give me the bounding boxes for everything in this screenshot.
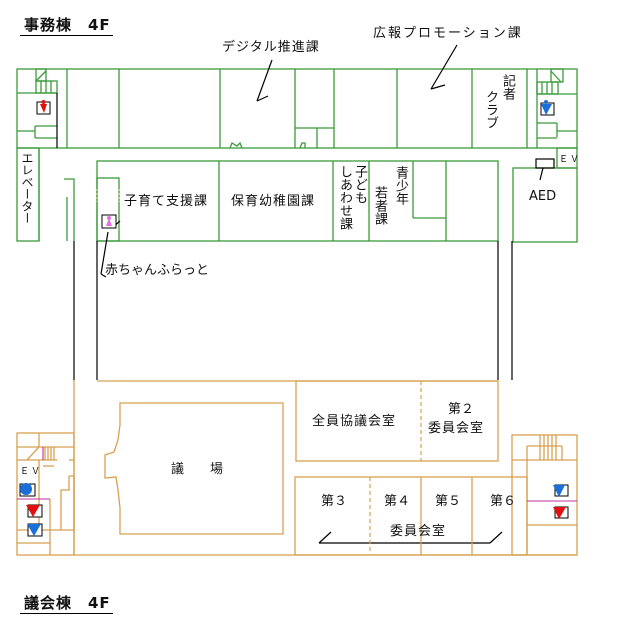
ev-label-assembly: ＥＶ <box>20 467 43 477</box>
baby-room-door <box>96 189 120 202</box>
assembly-building-outline <box>16 380 578 556</box>
room-label-room6: 第６ <box>490 494 517 509</box>
room-label-all-members: 全員協議会室 <box>312 414 397 429</box>
room-label-child-happiness-2: しあわせ課 <box>337 165 352 230</box>
room-label-elevator: エレベーター <box>20 152 34 224</box>
room-label-committee: 委員会室 <box>390 524 447 539</box>
room-label-room4: 第４ <box>384 494 411 509</box>
room-label-child-happiness-1: 子ども <box>352 165 367 204</box>
room-label-room3: 第３ <box>321 494 348 509</box>
room-label-room5: 第５ <box>435 494 462 509</box>
room-label-chamber: 議 場 <box>171 462 224 477</box>
room-label-nursery: 保育幼稚園課 <box>231 194 316 209</box>
room-label-press-club-1: 記者 <box>500 74 515 100</box>
black-walls <box>56 44 555 544</box>
baby-flat-label: 赤ちゃんふらっと <box>105 263 210 278</box>
toilet-icon-female-assembly-left <box>26 504 43 518</box>
multipurpose-toilet-icon <box>19 483 36 497</box>
toilet-icon-male-assembly-left <box>27 523 43 537</box>
ev-label-office: ＥＶ <box>559 155 582 165</box>
room-label-press-club-2: クラブ <box>483 90 498 129</box>
room-label-committee2-2: 委員会室 <box>428 421 485 436</box>
movable-partitions <box>369 381 422 555</box>
room-label-youth-1: 青少年 <box>393 166 408 205</box>
room-label-digital: デジタル推進課 <box>222 40 320 55</box>
baby-room-icon <box>101 214 117 229</box>
aed-label: AED <box>529 189 557 204</box>
toilet-dividers <box>17 447 577 502</box>
room-label-youth-2: 若者課 <box>372 186 387 225</box>
room-label-committee2-1: 第２ <box>448 402 475 417</box>
toilet-icon-female-assembly-right <box>553 506 569 519</box>
toilet-icon-male-office <box>540 100 555 116</box>
room-label-pr: 広報プロモーション課 <box>373 26 523 41</box>
toilet-icon-female-office <box>36 100 51 115</box>
room-label-childcare-support: 子育て支援課 <box>124 194 209 209</box>
assembly-building-title: 議会棟 4F <box>20 592 113 614</box>
toilet-icon-male-assembly-right <box>553 484 569 497</box>
office-building-title: 事務棟 4F <box>20 14 113 36</box>
office-building-outline <box>16 68 578 243</box>
